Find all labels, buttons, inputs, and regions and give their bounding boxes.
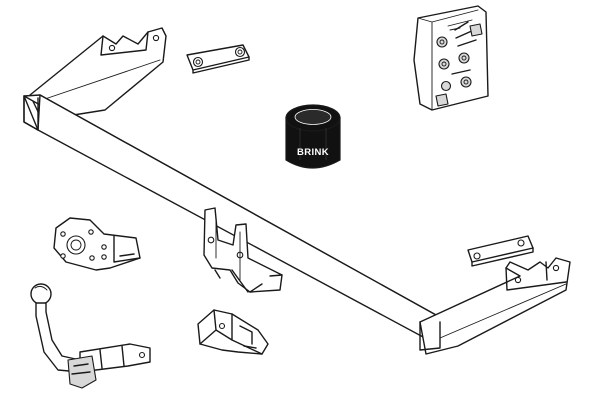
tow-ball-neck — [30, 283, 151, 389]
main-crossbar — [23, 27, 571, 355]
right-small-plate — [467, 235, 534, 267]
right-mounting-bracket — [419, 257, 571, 355]
electrical-socket: BRINK — [285, 104, 341, 169]
center-bracket — [203, 207, 283, 293]
fitting-kit-bag — [413, 5, 489, 111]
locking-clamp — [197, 309, 269, 355]
left-mounting-bracket — [29, 27, 167, 121]
socket-mounting-plate — [53, 217, 141, 271]
socket-brand-label: BRINK — [297, 147, 329, 158]
upper-small-plate — [186, 44, 250, 74]
